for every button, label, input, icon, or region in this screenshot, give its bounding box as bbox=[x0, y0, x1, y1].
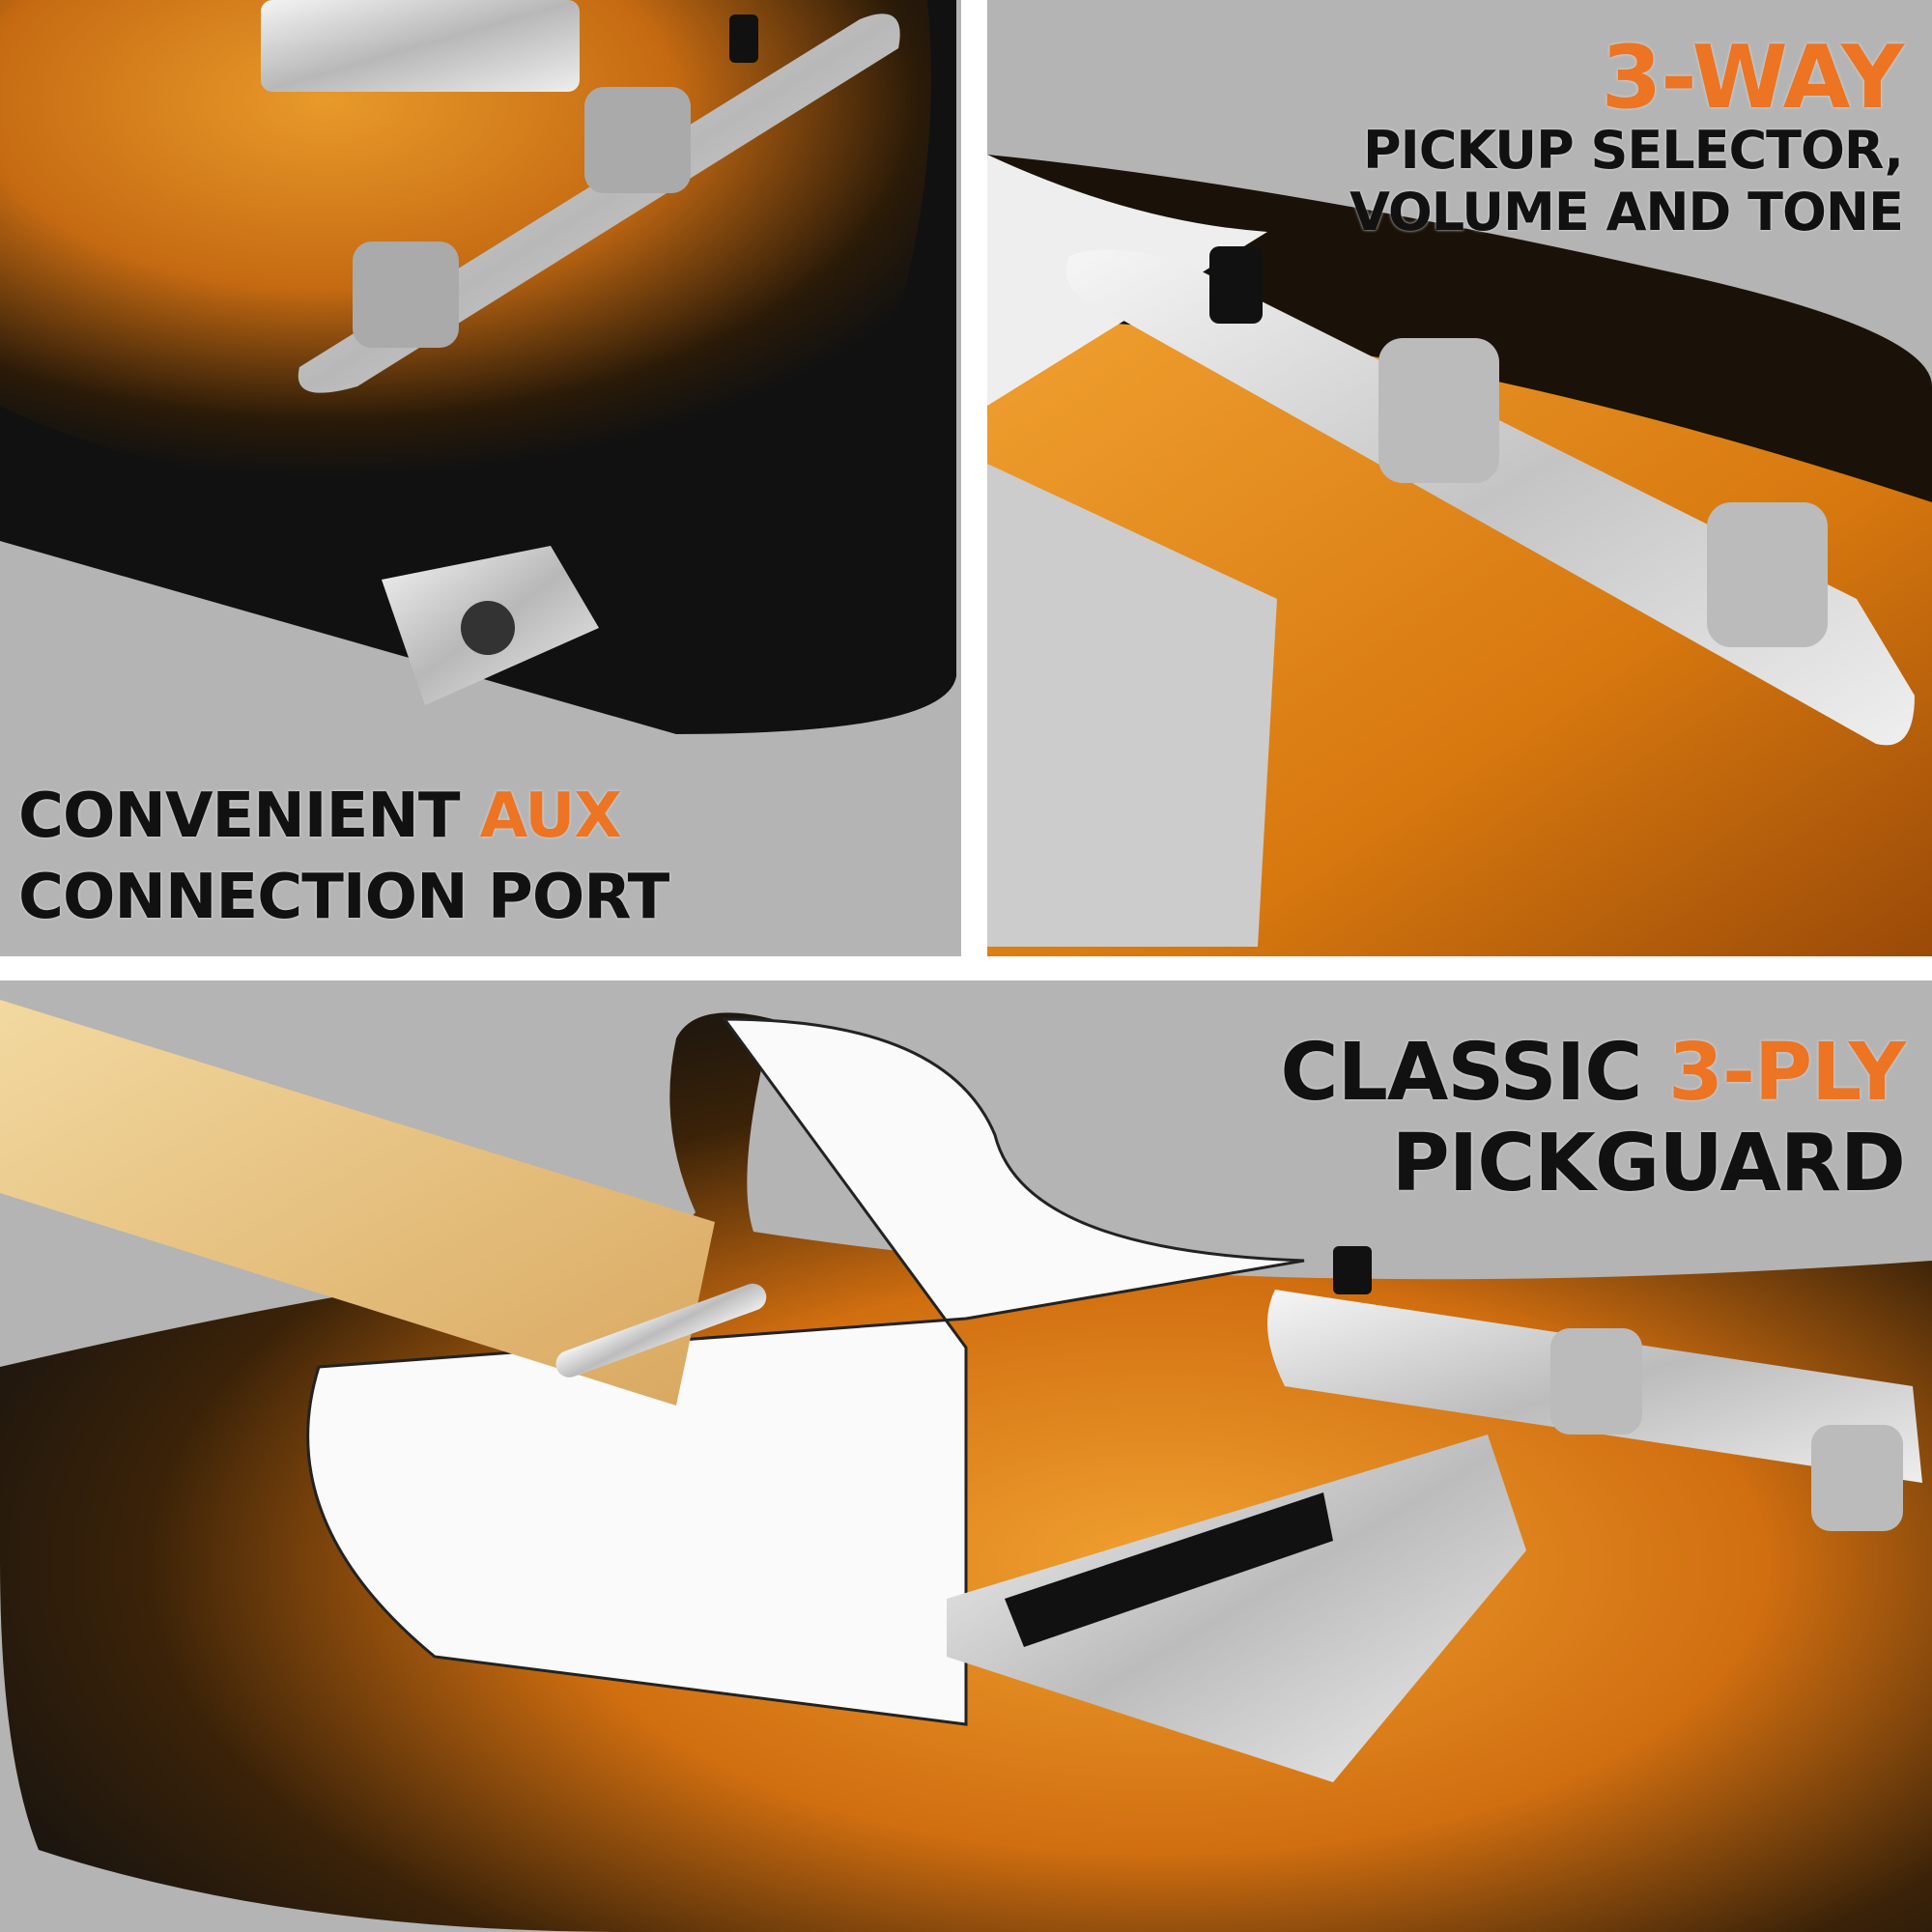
aux-caption-line1: CONVENIENT AUX bbox=[18, 781, 622, 852]
full-guitar-body-image bbox=[0, 1000, 1932, 1932]
caption-highlight: 3-PLY bbox=[1667, 1027, 1906, 1119]
selector-caption-line2: VOLUME AND TONE bbox=[1350, 182, 1904, 242]
selector-panel: 3-WAY PICKUP SELECTOR, VOLUME AND TONE bbox=[987, 0, 1932, 956]
caption-highlight: AUX bbox=[479, 781, 622, 852]
pickguard-caption-line2: PICKGUARD bbox=[1391, 1118, 1906, 1209]
aux-caption-line2: CONNECTION PORT bbox=[18, 862, 669, 933]
caption-text: CONVENIENT bbox=[18, 781, 480, 852]
control-plate-closeup-image bbox=[987, 155, 1932, 956]
pickguard-caption-line1: CLASSIC 3-PLY bbox=[1280, 1027, 1906, 1119]
selector-headline: 3-WAY bbox=[1601, 27, 1904, 128]
pickguard-panel: CLASSIC 3-PLY PICKGUARD bbox=[0, 980, 1932, 1932]
aux-port-panel: CONVENIENT AUX CONNECTION PORT bbox=[0, 0, 961, 956]
guitar-body-closeup-image bbox=[0, 0, 956, 734]
caption-text: CLASSIC bbox=[1280, 1027, 1668, 1119]
selector-caption-line1: PICKUP SELECTOR, bbox=[1363, 120, 1904, 181]
